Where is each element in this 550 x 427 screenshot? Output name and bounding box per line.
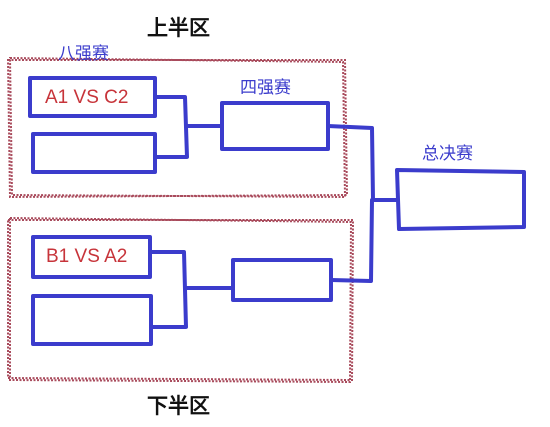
upper-half-region — [6, 56, 349, 199]
upper-half-title: 上半区 — [147, 16, 210, 40]
lower-match-2-box — [31, 294, 153, 346]
final-stage-label: 总决赛 — [422, 144, 473, 164]
lower-connector — [148, 250, 235, 329]
quarterfinal-stage-label: 八强赛 — [58, 44, 109, 64]
upper-match-1-label: A1 VS C2 — [45, 87, 129, 108]
final-box — [395, 168, 526, 231]
upper-connector — [153, 95, 224, 159]
semifinal-stage-label: 四强赛 — [240, 78, 291, 98]
upper-semifinal-box — [220, 101, 330, 151]
upper-match-2-box — [31, 132, 157, 174]
lower-match-1-box — [31, 235, 152, 279]
lower-half-title: 下半区 — [147, 394, 210, 418]
lower-semifinal-box — [231, 258, 333, 302]
lower-half-region — [7, 216, 355, 384]
lower-match-1-label: B1 VS A2 — [46, 246, 128, 267]
final-connector — [326, 124, 399, 283]
